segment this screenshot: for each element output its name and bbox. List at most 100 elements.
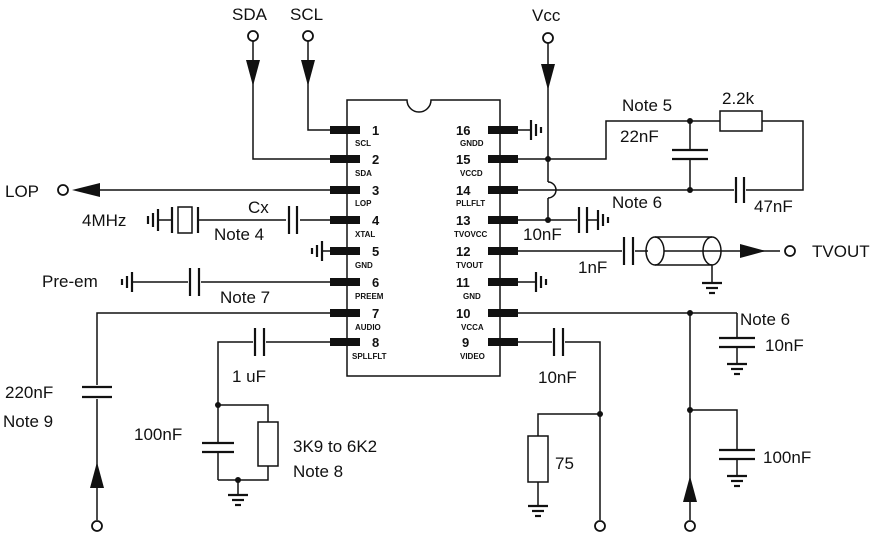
pin-10-name: VCCA <box>461 323 484 332</box>
pin-2-name: SDA <box>355 169 372 178</box>
pin-13-number: 13 <box>456 213 470 228</box>
coax-connector-icon <box>645 236 665 266</box>
xtal-label: 4MHz <box>82 211 126 230</box>
vcc-arrow-icon <box>541 64 555 90</box>
pin5-ground <box>310 241 330 261</box>
note9-label: Note 9 <box>3 412 53 431</box>
note8-label: Note 8 <box>293 462 343 481</box>
pin-2-number: 2 <box>372 152 379 167</box>
preemphasis-circuit: Pre-em Note 7 <box>42 268 330 307</box>
ic-package <box>346 99 501 377</box>
resistor-icon <box>719 110 763 132</box>
note6-right-label: Note 6 <box>740 310 790 329</box>
vcca-terminal <box>684 520 696 532</box>
pin-4-number: 4 <box>372 213 380 228</box>
tvout-terminal <box>784 245 796 257</box>
scl-label: SCL <box>290 5 323 24</box>
c47nf-label: 47nF <box>754 197 793 216</box>
lop-label: LOP <box>5 182 39 201</box>
resistor-range-label: 3K9 to 6K2 <box>293 437 377 456</box>
pin-11-number: 11 <box>456 275 470 290</box>
pin-3-number: 3 <box>372 183 379 198</box>
left-pin-pads <box>330 126 360 346</box>
pin-6-number: 6 <box>372 275 379 290</box>
pin-11-name: GND <box>463 292 481 301</box>
pin-13-name: TVOVCC <box>454 230 488 239</box>
note5-label: Note 5 <box>622 96 672 115</box>
scl-arrow-icon <box>301 60 315 86</box>
scl-input-line: SCL <box>290 5 330 131</box>
vcca-supply-circuit: Note 6 10nF 100nF <box>518 310 811 532</box>
r2k2-label: 2.2k <box>722 89 755 108</box>
c22nf-label: 22nF <box>620 127 659 146</box>
pin-16-number: 16 <box>456 123 470 138</box>
pin-14-number: 14 <box>456 183 471 198</box>
crystal-icon <box>177 206 193 234</box>
pin-15-name: VCCD <box>460 169 483 178</box>
tvout-arrow-icon <box>740 244 766 258</box>
lop-arrow-icon <box>72 183 100 197</box>
pin-6-name: PREEM <box>355 292 384 301</box>
vcc-rail: Vcc <box>518 6 577 223</box>
note6-top-label: Note 6 <box>612 193 662 212</box>
c10nf-13-label: 10nF <box>523 225 562 244</box>
pin-9-name: VIDEO <box>460 352 485 361</box>
pin-14-name: PLLFLT <box>456 199 485 208</box>
tvout-circuit: 1nF TVOUT <box>518 236 870 295</box>
pin-3-name: LOP <box>355 199 372 208</box>
resistor-icon <box>527 435 549 483</box>
pin-10-number: 10 <box>456 306 470 321</box>
tvout-label: TVOUT <box>812 242 870 261</box>
lop-output-line: LOP <box>5 182 330 201</box>
crystal-circuit: 4MHz Cx Note 4 <box>82 198 330 244</box>
resistor-icon <box>257 421 279 467</box>
c10nf-right-label: 10nF <box>765 336 804 355</box>
pin-12-name: TVOUT <box>456 261 483 270</box>
pin-7-name: AUDIO <box>355 323 381 332</box>
pin-8-name: SPLLFLT <box>352 352 387 361</box>
c10nf-video-label: 10nF <box>538 368 577 387</box>
c1nf-label: 1nF <box>578 258 607 277</box>
note7-label: Note 7 <box>220 288 270 307</box>
scl-terminal <box>302 30 314 42</box>
sda-label: SDA <box>232 5 268 24</box>
sda-arrow-icon <box>246 60 260 86</box>
audio-arrow-icon <box>90 462 104 488</box>
sda-input-line: SDA <box>232 5 330 160</box>
right-pin-labels: 16 GNDD 15 VCCD 14 PLLFLT 13 TVOVCC 12 T… <box>454 123 488 361</box>
pin-4-name: XTAL <box>355 230 375 239</box>
audio-input-circuit: 220nF Note 9 <box>3 312 330 532</box>
note4-label: Note 4 <box>214 225 264 244</box>
sda-terminal <box>247 30 259 42</box>
c100nf-right-label: 100nF <box>763 448 811 467</box>
vcc-terminal <box>542 32 554 44</box>
pin-7-number: 7 <box>372 306 379 321</box>
lop-terminal <box>57 184 69 196</box>
c220nf-label: 220nF <box>5 383 53 402</box>
pin-5-name: GND <box>355 261 373 270</box>
video-input-circuit: 10nF 75 <box>518 328 606 532</box>
video-terminal <box>594 520 606 532</box>
c1uf-label: 1 uF <box>232 367 266 386</box>
right-pin-pads <box>488 126 518 346</box>
preem-label: Pre-em <box>42 272 98 291</box>
pin-8-number: 8 <box>372 335 379 350</box>
pin11-ground <box>518 272 548 292</box>
r75-label: 75 <box>555 454 574 473</box>
pin13-decoupling: 10nF <box>523 207 610 244</box>
pin-12-number: 12 <box>456 244 470 259</box>
vcca-arrow-icon <box>683 476 697 502</box>
pin-15-number: 15 <box>456 152 470 167</box>
pin-1-name: SCL <box>355 139 371 148</box>
audio-terminal <box>91 520 103 532</box>
pin-5-number: 5 <box>372 244 379 259</box>
pll-loop-filter: Note 5 2.2k 22nF Note 6 47nF <box>518 89 804 216</box>
left-pin-labels: 1 SCL 2 SDA 3 LOP 4 XTAL 5 GND 6 PREEM 7… <box>352 123 387 361</box>
vcc-label: Vcc <box>532 6 561 25</box>
cx-label: Cx <box>248 198 269 217</box>
pin-16-name: GNDD <box>460 139 484 148</box>
pin16-ground <box>518 120 543 140</box>
pin-9-number: 9 <box>462 335 469 350</box>
pin-1-number: 1 <box>372 123 379 138</box>
